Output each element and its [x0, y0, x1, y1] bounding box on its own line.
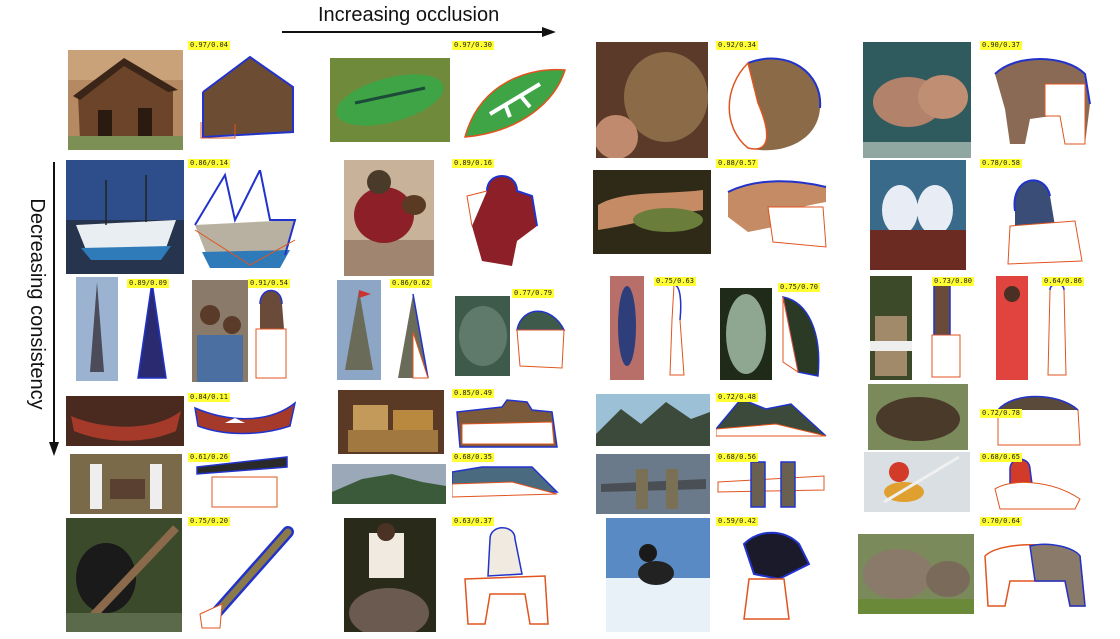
score-lake-hills: 0.68/0.35	[452, 453, 494, 462]
outline-bison	[988, 390, 1088, 450]
photo-leaf	[720, 288, 772, 380]
score-woman-fence: 0.73/0.80	[932, 277, 974, 286]
outline-boat	[190, 170, 300, 274]
outline-pilots-jet	[716, 454, 826, 512]
outline-runner	[662, 280, 692, 380]
score-pilots-jet: 0.68/0.56	[716, 453, 758, 462]
outline-hat	[718, 48, 830, 158]
photo-boat	[66, 160, 184, 274]
photo-dragonfly-leaf	[330, 58, 450, 142]
outline-canoe	[190, 398, 300, 438]
score-mountains: 0.72/0.48	[716, 393, 758, 402]
outline-woman-fence	[926, 280, 966, 380]
outline-lake-hills	[452, 462, 562, 502]
score-canoe: 0.84/0.11	[188, 393, 230, 402]
photo-bears	[863, 42, 971, 158]
photo-bison	[868, 384, 968, 450]
photo-nuns	[870, 160, 966, 270]
photo-skier	[606, 518, 710, 632]
score-runner: 0.75/0.63	[654, 277, 696, 286]
score-nuns: 0.78/0.58	[980, 159, 1022, 168]
score-bears: 0.90/0.37	[980, 41, 1022, 50]
outline-man-red	[1042, 280, 1072, 380]
outline-bear-log	[192, 524, 298, 632]
horizontal-arrow	[282, 27, 556, 37]
photo-eiffel-tower	[76, 277, 118, 381]
photo-children	[192, 280, 248, 382]
outline-hand-fish	[718, 172, 830, 254]
outline-rock	[512, 300, 568, 372]
photo-rock	[455, 296, 510, 376]
score-temple: 0.86/0.62	[390, 279, 432, 288]
score-man-red: 0.64/0.86	[1042, 277, 1084, 286]
score-dragonfly-leaf: 0.97/0.30	[452, 41, 494, 50]
photo-cabin	[68, 50, 183, 150]
outline-kayaker	[990, 454, 1090, 512]
horizontal-axis-label: Increasing occlusion	[318, 4, 500, 26]
score-men-cart: 0.61/0.26	[188, 453, 230, 462]
photo-elephant-rider	[344, 518, 436, 632]
photo-kayaker	[864, 452, 970, 512]
photo-elephants	[858, 534, 974, 614]
photo-hand-fish	[593, 170, 711, 254]
outline-eiffel-tower	[132, 280, 172, 380]
score-rock: 0.77/0.79	[512, 289, 554, 298]
photo-lake-hills	[332, 464, 446, 504]
outline-skier	[724, 524, 824, 624]
outline-dragonfly-leaf	[460, 62, 570, 142]
score-cabin: 0.97/0.04	[188, 41, 230, 50]
vertical-axis-label: Decreasing consistency	[26, 198, 48, 410]
score-hand-fish: 0.88/0.57	[716, 159, 758, 168]
outline-men-cart	[192, 452, 294, 514]
photo-temple	[337, 280, 381, 380]
score-elephant-rider: 0.63/0.37	[452, 517, 494, 526]
score-eiffel-tower: 0.89/0.09	[127, 279, 169, 288]
photo-hat	[596, 42, 708, 158]
outline-elephant-rider	[460, 524, 552, 628]
outline-catcher	[462, 166, 550, 270]
score-bear-log: 0.75/0.20	[188, 517, 230, 526]
score-crates: 0.85/0.49	[452, 389, 494, 398]
outline-temple	[394, 282, 432, 380]
photo-pilots-jet	[596, 454, 710, 514]
score-elephants: 0.70/0.64	[980, 517, 1022, 526]
score-leaf: 0.75/0.70	[778, 283, 820, 292]
photo-mountains	[596, 394, 710, 446]
photo-bear-log	[66, 518, 182, 632]
photo-canoe	[66, 396, 184, 446]
score-hat: 0.92/0.34	[716, 41, 758, 50]
outline-children	[252, 284, 288, 380]
photo-catcher	[344, 160, 434, 276]
score-kayaker: 0.68/0.65	[980, 453, 1022, 462]
score-catcher: 0.89/0.16	[452, 159, 494, 168]
photo-men-cart	[70, 454, 182, 514]
photo-woman-fence	[870, 276, 912, 380]
outline-leaf	[778, 292, 824, 378]
score-bison: 0.72/0.78	[980, 409, 1022, 418]
photo-man-red	[996, 276, 1028, 380]
outline-bears	[985, 44, 1097, 156]
outline-nuns	[1000, 166, 1086, 270]
photo-crates	[338, 390, 444, 454]
score-children: 0.91/0.54	[248, 279, 290, 288]
outline-cabin	[195, 52, 300, 142]
outline-crates	[452, 392, 562, 452]
score-boat: 0.86/0.14	[188, 159, 230, 168]
score-skier: 0.59/0.42	[716, 517, 758, 526]
outline-elephants	[980, 536, 1090, 612]
photo-runner	[610, 276, 644, 380]
vertical-arrow	[49, 162, 59, 456]
